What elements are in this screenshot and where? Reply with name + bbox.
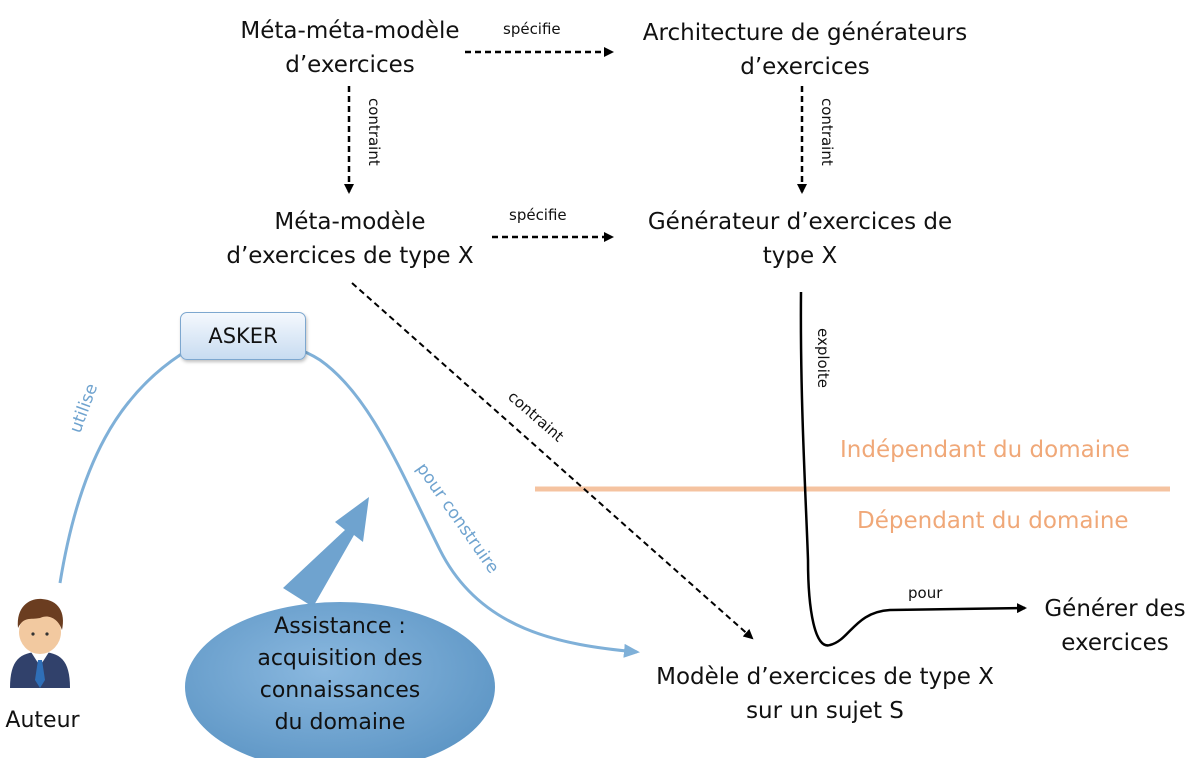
node-architecture-line2: d’exercices <box>740 54 870 80</box>
node-model: Modèle d’exercices de type X sur un suje… <box>615 660 1035 728</box>
label-dependent-domain: Dépendant du domaine <box>857 508 1129 534</box>
node-meta-model: Méta-modèle d’exercices de type X <box>200 205 500 273</box>
assistance-ellipse <box>185 602 495 758</box>
node-generator-line1: Générateur d’exercices de <box>647 209 953 235</box>
node-generate-line1: Générer des <box>1044 596 1186 622</box>
label-contraint-left: contraint <box>365 98 383 166</box>
label-specifie-mid: spécifie <box>509 206 567 224</box>
node-model-line1: Modèle d’exercices de type X <box>656 664 994 690</box>
label-contraint-diagonal: contraint <box>504 387 567 445</box>
label-utilise: utilise <box>66 381 102 436</box>
flow-curve-utilise-construire <box>58 338 640 658</box>
assistance-line3: connaissances <box>259 678 421 703</box>
author-icon <box>10 598 70 688</box>
arrow-contraint-diagonal <box>351 282 754 640</box>
node-meta-model-line2: d’exercices de type X <box>226 243 474 269</box>
assistance-text: Assistance : acquisition des connaissanc… <box>185 605 495 776</box>
node-generate-line2: exercices <box>1061 630 1169 656</box>
diagram: spécifie spécifie contraint contraint co… <box>5 14 1200 758</box>
node-meta-meta-model: Méta-méta-modèle d’exercices <box>215 14 485 82</box>
node-meta-meta-model-line2: d’exercices <box>285 52 415 78</box>
author-label: Auteur <box>5 708 80 733</box>
asker-tool-box: ASKER <box>180 312 306 360</box>
label-exploite: exploite <box>814 328 832 388</box>
label-specifie-top: spécifie <box>503 20 561 38</box>
node-generator: Générateur d’exercices de type X <box>620 205 980 273</box>
assistance-arrow <box>283 497 369 607</box>
diagram-canvas: spécifie spécifie contraint contraint co… <box>10 20 1170 758</box>
assistance-line4: du domaine <box>274 710 406 735</box>
arrow-exploite-pour <box>799 291 1027 647</box>
node-architecture: Architecture de générateurs d’exercices <box>620 16 990 84</box>
label-pour: pour <box>908 584 943 602</box>
label-independent-domain: Indépendant du domaine <box>840 437 1130 463</box>
label-contraint-right: contraint <box>818 98 836 166</box>
node-meta-meta-model-line1: Méta-méta-modèle <box>240 18 460 44</box>
node-model-line2: sur un sujet S <box>746 698 904 724</box>
node-meta-model-line1: Méta-modèle <box>274 209 426 235</box>
node-generate: Générer des exercices <box>1030 592 1200 660</box>
node-architecture-line1: Architecture de générateurs <box>642 20 968 46</box>
node-generator-line2: type X <box>762 243 838 269</box>
assistance-line2: acquisition des <box>257 646 423 671</box>
assistance-line1: Assistance : <box>274 614 406 639</box>
